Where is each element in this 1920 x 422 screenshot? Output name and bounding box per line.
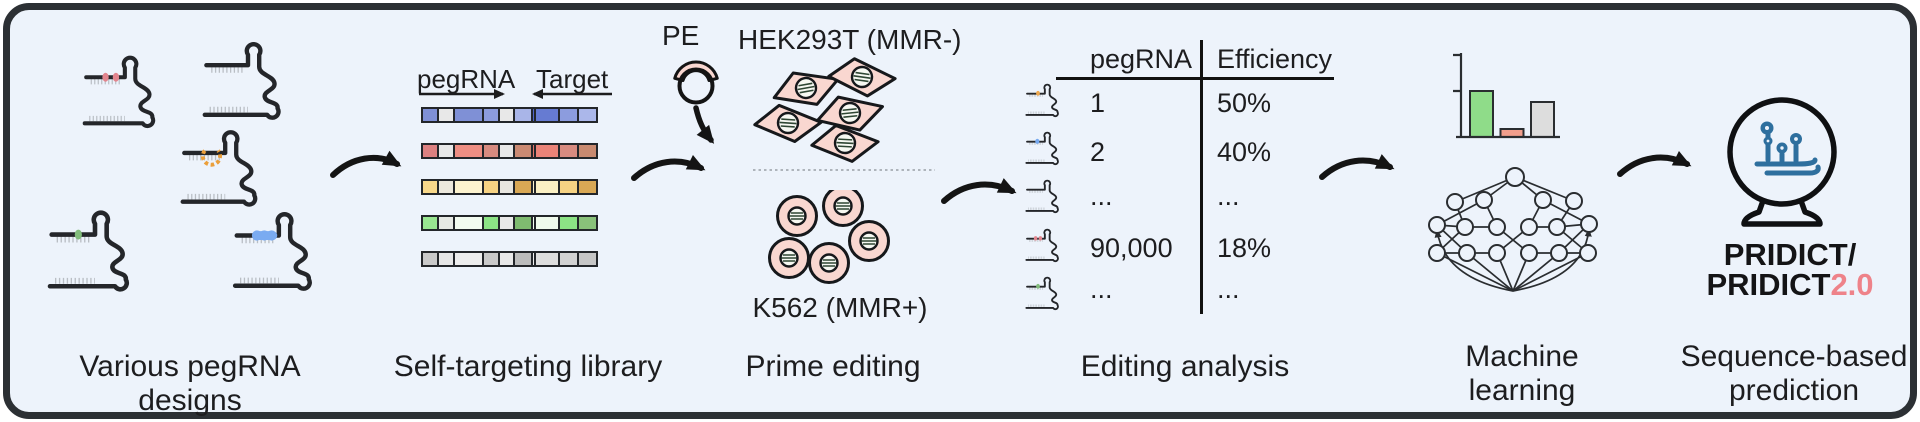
table-cell-pegrna-4: 90,000 (1090, 233, 1173, 263)
library-segment (534, 215, 560, 231)
library-segment (513, 251, 533, 267)
library-segment (577, 251, 598, 267)
pegrna-row-icon-orange (1025, 83, 1060, 118)
table-header-pegrna: pegRNA (1090, 44, 1193, 74)
hek-cells-label: HEK293T (MMR-) (738, 24, 962, 55)
hek-cells-icon (752, 54, 899, 165)
target-axis-label: Target (536, 64, 609, 94)
section-label-analysis: Editing analysis (1080, 350, 1290, 383)
library-segment (453, 251, 484, 267)
pegrna-design-plain (200, 38, 320, 122)
pridict-title: PRIDICT/ PRIDICT2.0 (1690, 237, 1890, 302)
pegrna-row-icon-plain (1025, 179, 1060, 214)
section-label-designs: Various pegRNA designs (79, 350, 301, 417)
library-segment (558, 179, 579, 195)
pegrna-row-icon-blue (1025, 131, 1060, 166)
figure-frame (3, 3, 1917, 419)
table-cell-eff-5: ... (1217, 274, 1240, 304)
red-edit-dots-icon (102, 72, 120, 82)
pegrna-design-insertion-loop (178, 126, 296, 209)
crystal-ball-icon (1727, 97, 1837, 227)
table-header-rule (1056, 77, 1334, 80)
pegrna-design-red-dots (80, 52, 192, 130)
bar-chart-icon (1453, 53, 1560, 139)
table-column-rule (1200, 40, 1203, 314)
pegrna-row-icon-red (1025, 228, 1060, 263)
library-segment (577, 107, 598, 123)
library-row (421, 215, 598, 231)
table-cell-pegrna-1: 1 (1090, 88, 1106, 118)
library-row (421, 179, 598, 195)
library-segment (558, 107, 579, 123)
table-header-efficiency: Efficiency (1217, 44, 1333, 74)
library-segment (513, 179, 533, 195)
library-row (421, 143, 598, 159)
pridict-line2: PRIDICT2.0 (1690, 267, 1890, 302)
library-segment (513, 143, 533, 159)
pridict-base: PRIDICT (1706, 267, 1831, 302)
table-cell-eff-2: 40% (1217, 137, 1272, 167)
library-segment (453, 107, 484, 123)
library-row (421, 107, 598, 123)
library-row (421, 251, 598, 267)
library-bars (421, 107, 598, 267)
table-cell-pegrna-3: ... (1090, 181, 1113, 211)
pe-label: PE (662, 20, 700, 51)
library-segment (534, 179, 560, 195)
table-cell-eff-4: 18% (1217, 233, 1272, 263)
pegrna-in-ball-icon (1754, 131, 1821, 176)
table-cell-eff-1: 50% (1217, 88, 1272, 118)
pridict-version: 2.0 (1830, 267, 1874, 302)
pegrna-design-blue-segment (230, 208, 352, 293)
k562-cells-icon (768, 190, 890, 284)
section-label-prediction: Sequence-based prediction (1680, 340, 1908, 407)
pegrna-row-icon-green (1025, 276, 1060, 311)
ml-bar (1530, 101, 1555, 138)
library-segment (577, 179, 598, 195)
table-cell-pegrna-2: 2 (1090, 137, 1106, 167)
library-segment (513, 107, 533, 123)
table-cell-pegrna-5: ... (1090, 274, 1113, 304)
pe-plasmid-icon (673, 60, 719, 105)
library-segment (577, 143, 598, 159)
pegrna-axis-label: pegRNA (417, 64, 516, 94)
section-label-prime-editing: Prime editing (745, 350, 921, 383)
section-label-library: Self-targeting library (393, 350, 663, 383)
pegrna-design-green-dot (45, 206, 170, 294)
ml-bar (1469, 90, 1494, 138)
library-segment (558, 143, 579, 159)
library-segment (453, 143, 484, 159)
k562-cells-label: K562 (MMR+) (752, 292, 928, 323)
library-segment (558, 251, 579, 267)
library-segment (558, 215, 579, 231)
library-segment (453, 179, 484, 195)
library-segment (513, 215, 533, 231)
insertion-loop-icon (200, 149, 222, 167)
ml-bar (1499, 128, 1525, 138)
blue-insert-segment-icon (251, 230, 278, 241)
section-label-ml: Machine learning (1465, 340, 1579, 407)
library-segment (534, 251, 560, 267)
neural-network-icon (1428, 167, 1598, 292)
green-edit-dot-icon (74, 229, 82, 240)
pridict-line1: PRIDICT/ (1723, 237, 1857, 272)
library-segment (534, 143, 560, 159)
library-segment (577, 215, 598, 231)
library-segment (453, 215, 484, 231)
library-segment (534, 107, 560, 123)
table-cell-eff-3: ... (1217, 181, 1240, 211)
